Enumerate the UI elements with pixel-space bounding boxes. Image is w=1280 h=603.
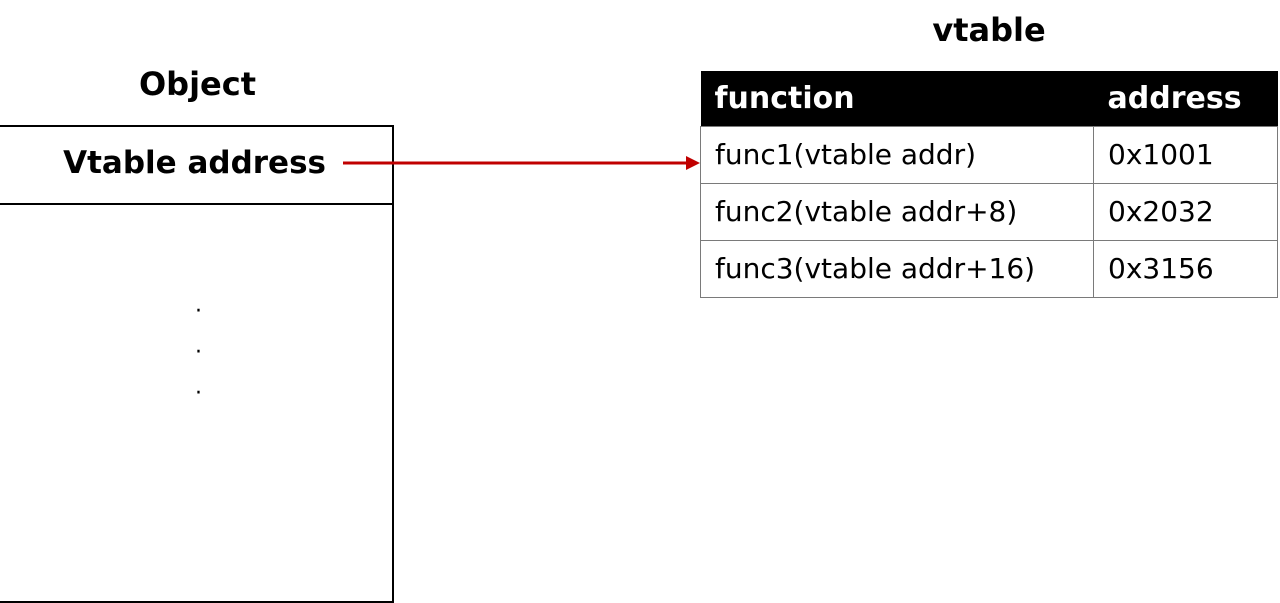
vtable-title: vtable <box>932 11 1046 49</box>
object-title: Object <box>138 65 257 103</box>
address-cell: 0x2032 <box>1093 183 1278 241</box>
column-header-function: function <box>700 71 1094 127</box>
ellipsis-dot: · <box>195 299 202 324</box>
vtable-address-label: Vtable address <box>63 145 326 181</box>
ellipsis-dot: · <box>195 381 202 406</box>
pointer-arrow-head <box>686 156 700 170</box>
object-vtable-pointer-slot: Vtable address <box>0 127 392 205</box>
function-cell: func1(vtable addr) <box>700 126 1094 184</box>
table-row: func1(vtable addr) 0x1001 <box>700 126 1278 184</box>
address-cell: 0x3156 <box>1093 240 1278 298</box>
address-cell: 0x1001 <box>1093 126 1278 184</box>
vtable-header-row: function address <box>700 71 1278 127</box>
ellipsis-dot: · <box>195 340 202 365</box>
table-row: func3(vtable addr+16) 0x3156 <box>700 240 1278 298</box>
function-cell: func3(vtable addr+16) <box>700 240 1094 298</box>
column-header-address: address <box>1093 71 1278 127</box>
vtable-table: function address func1(vtable addr) 0x10… <box>700 71 1278 298</box>
